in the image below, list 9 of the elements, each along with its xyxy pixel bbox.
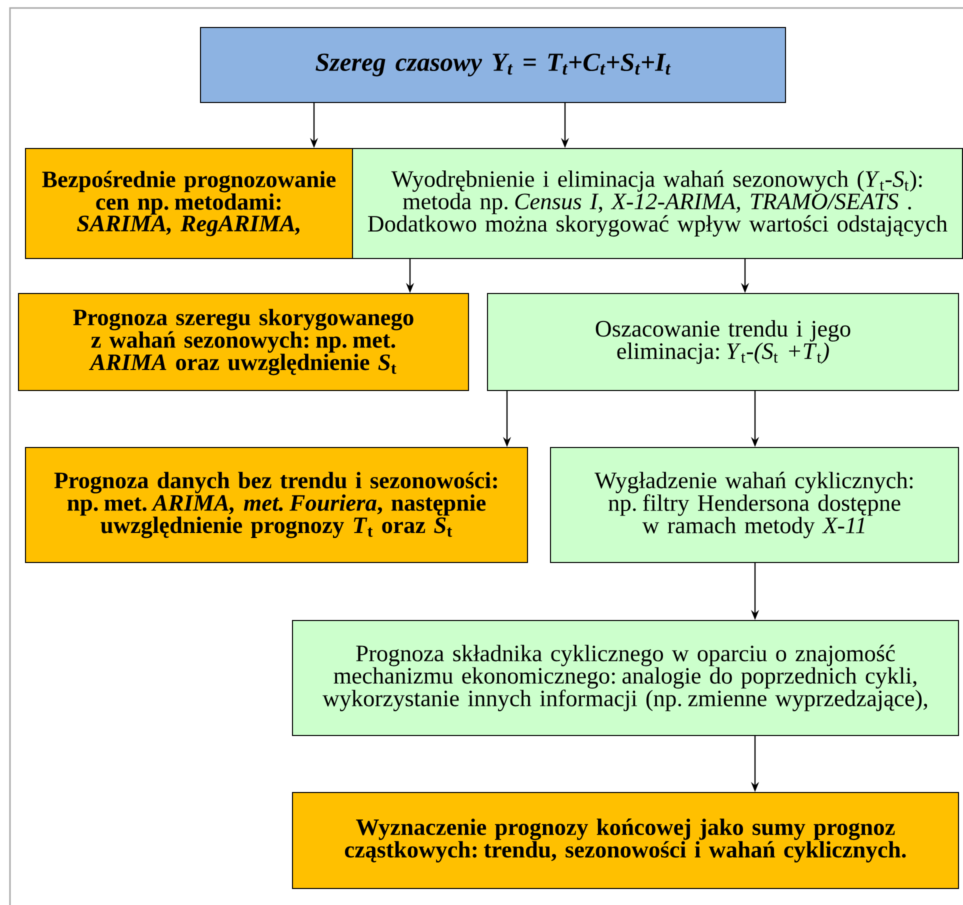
forecast-box: Prognoza szeregu skorygowanego z wahań sezonowych: np. met. ARIMA oraz uwzględnienie S$_{t}$ [18, 293, 469, 391]
forecast-box: Wyznaczenie prognozy końcowej jako sumy prognoz cząstkowych: trendu, sezonowości i wahań cyklicznych. [292, 792, 959, 889]
title-box: Szereg czasowy Y$_{t}$ = T$_{t}$+C$_{t}$+S$_{t}$+I$_{t}$ [200, 27, 786, 103]
process-box: Wyodrębnienie i eliminacja wahań sezonowych (Y$_{t}$-S$_{t}$): metoda np. Census I, X-12-ARIMA, TRAMO/SEATS . Dodatkowo można skorygować wpływ wartości odstających [352, 148, 963, 259]
forecast-box: Prognoza danych bez trendu i sezonowości: np. met. ARIMA, met. Fouriera, następnie uwzględnienie prognozy T$_{t}$ oraz S$_{t}$ [25, 447, 528, 563]
forecast-box: Bezpośrednie prognozowanie cen np. metodami: SARIMA, RegARIMA, [25, 148, 353, 259]
process-box: Oszacowanie trendu i jego eliminacja: Y$_{t}$-(S$_{t}$ +T$_{t}$) [487, 293, 959, 391]
process-box: Prognoza składnika cyklicznego w oparciu o znajomość mechanizmu ekonomicznego: analogie do poprzednich cykli, wykorzystanie innych informacji (np. zmienne wyprzedzające), [292, 620, 959, 736]
process-box: Wygładzenie wahań cyklicznych: np. filtry Hendersona dostępne w ramach metody X-11 [550, 447, 959, 563]
